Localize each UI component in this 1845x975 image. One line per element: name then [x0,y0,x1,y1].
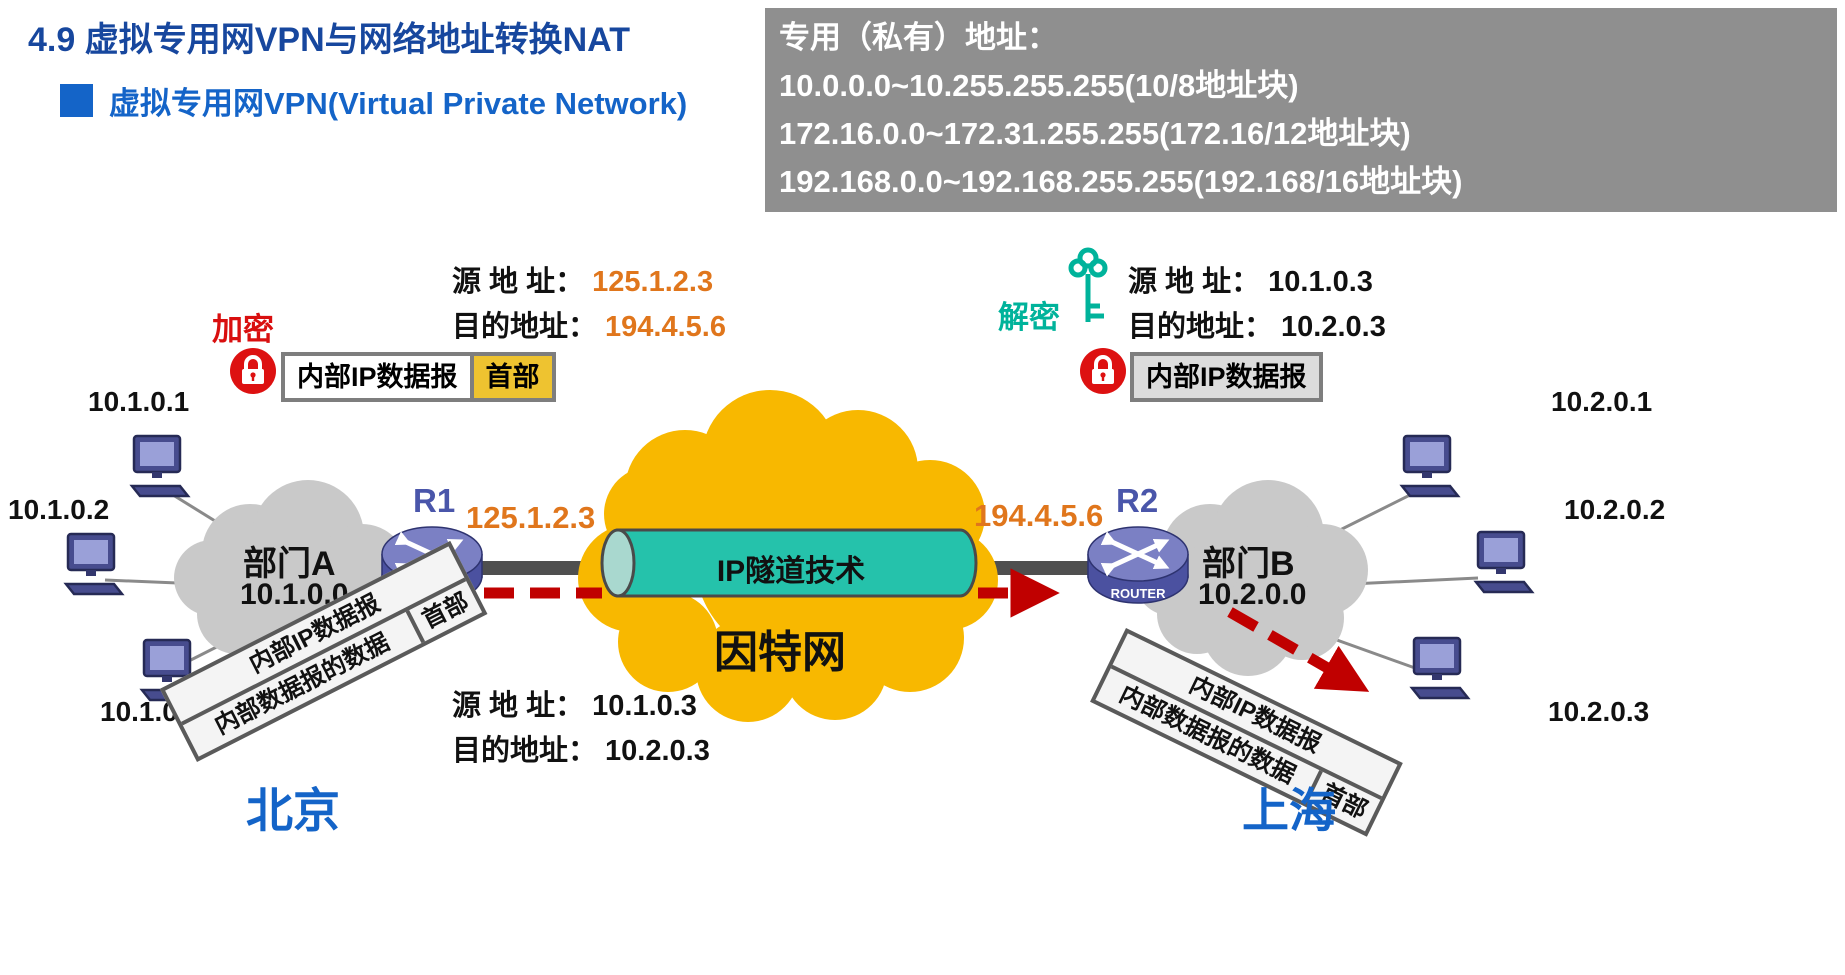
tunnel-label: IP隧道技术 [716,555,866,588]
right-dashed-arrow [1227,607,1370,692]
dst-value: 10.2.0.3 [605,735,710,767]
dst-address-row: 目的地址：10.2.0.3 [452,729,710,774]
computer-icon [1473,530,1535,594]
dst-value: 10.2.0.3 [1281,311,1386,343]
bullet-square-icon [60,84,93,117]
dst-label: 目的地址： [452,735,598,767]
host-label: 10.1.0.2 [8,494,110,525]
packet-body: 内部IP数据报 [285,356,470,398]
src-address-row: 源 地 址：125.1.2.3 [452,260,726,305]
tunnel-cylinder [600,528,978,598]
private-address-line: 10.0.0.0~10.255.255.255(10/8地址块) [779,68,1299,103]
lock-icon [1078,346,1128,401]
dst-label: 目的地址： [452,311,598,343]
internet-label: 因特网 [714,628,846,677]
r2-label: R2 [1116,482,1159,519]
src-value: 125.1.2.3 [592,266,714,298]
computer-icon [129,434,191,498]
subtitle-text: 虚拟专用网VPN(Virtual Private Network) [109,86,688,121]
src-label: 源 地 址： [1128,266,1261,298]
inner-address-block-right: 源 地 址：10.1.0.3 目的地址：10.2.0.3 [1128,260,1386,350]
outer-address-block: 源 地 址：125.1.2.3 目的地址：194.4.5.6 [452,260,726,350]
router-caption: ROUTER [1111,586,1167,601]
key-icon [1066,246,1110,335]
encrypted-packet-left: 内部IP数据报 首部 [281,352,556,402]
src-label: 源 地 址： [452,266,585,298]
dept-a-name: 部门A [243,545,336,583]
encrypted-packet-right: 内部IP数据报 [1130,352,1323,402]
city-right-label: 上海 [1242,784,1336,837]
computer-icon [1399,434,1461,498]
dept-b-name: 部门B [1202,545,1295,583]
private-address-line: 172.16.0.0~172.31.255.255(172.16/12地址块) [779,116,1411,151]
decrypt-label: 解密 [998,300,1060,335]
lock-icon [228,346,278,401]
computer-icon [1409,636,1471,700]
private-address-box: 专用（私有）地址： 10.0.0.0~10.255.255.255(10/8地址… [765,8,1837,212]
host-label: 10.2.0.1 [1551,386,1653,417]
src-value: 10.1.0.3 [592,690,697,722]
src-label: 源 地 址： [452,690,585,722]
host-label: 10.2.0.2 [1564,494,1666,525]
router-r2-icon: ROUTER [1087,526,1189,604]
r1-ip: 125.1.2.3 [466,500,596,535]
packet-header: 首部 [469,356,552,398]
dst-address-row: 目的地址：194.4.5.6 [452,305,726,350]
dst-address-row: 目的地址：10.2.0.3 [1128,305,1386,350]
src-address-row: 源 地 址：10.1.0.3 [452,684,710,729]
subtitle-row: 虚拟专用网VPN(Virtual Private Network) [60,78,687,123]
host-label: 10.2.0.3 [1548,696,1650,727]
inner-address-block-bottom: 源 地 址：10.1.0.3 目的地址：10.2.0.3 [452,684,710,774]
computer-icon [63,532,125,596]
private-address-line: 192.168.0.0~192.168.255.255(192.168/16地址… [779,164,1463,199]
r2-ip: 194.4.5.6 [974,498,1104,533]
private-address-title: 专用（私有）地址： [779,20,1058,55]
dst-label: 目的地址： [1128,311,1274,343]
dept-b-net: 10.2.0.0 [1198,578,1307,611]
src-address-row: 源 地 址：10.1.0.3 [1128,260,1386,305]
packet-body: 内部IP数据报 [1134,356,1319,398]
src-value: 10.1.0.3 [1268,266,1373,298]
host-label: 10.1.0.1 [88,386,190,417]
page-title: 4.9 虚拟专用网VPN与网络地址转换NAT [28,21,630,59]
r1-label: R1 [413,482,456,519]
encrypt-label: 加密 [212,312,274,347]
dst-value: 194.4.5.6 [605,311,726,343]
city-left-label: 北京 [246,784,340,837]
